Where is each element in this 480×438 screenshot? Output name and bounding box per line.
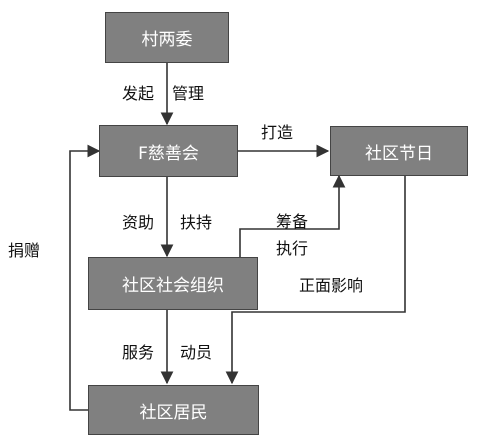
label-fund: 资助 [122, 213, 155, 232]
edge-festival-to-residents [225, 176, 406, 385]
edge-residents-to-charity [69, 144, 101, 411]
label-manage: 管理 [172, 84, 205, 103]
node-community-residents: 社区居民 [88, 385, 259, 435]
label-build: 打造 [261, 123, 294, 142]
label-mobilize: 动员 [180, 343, 213, 362]
node-village-committees: 村两委 [105, 12, 229, 63]
edge-org-to-festival [239, 174, 346, 282]
label-serve: 服务 [122, 343, 155, 362]
label-execute: 执行 [276, 239, 309, 258]
label-positive-influence: 正面影响 [299, 276, 364, 295]
label-initiate: 发起 [122, 84, 155, 103]
node-f-charity: F慈善会 [99, 125, 238, 177]
label-plan: 筹备 [276, 212, 309, 231]
label-support: 扶持 [180, 213, 213, 232]
node-community-festival: 社区节日 [330, 126, 468, 176]
node-community-social-org: 社区社会组织 [88, 257, 258, 310]
label-donate: 捐赠 [8, 241, 41, 260]
